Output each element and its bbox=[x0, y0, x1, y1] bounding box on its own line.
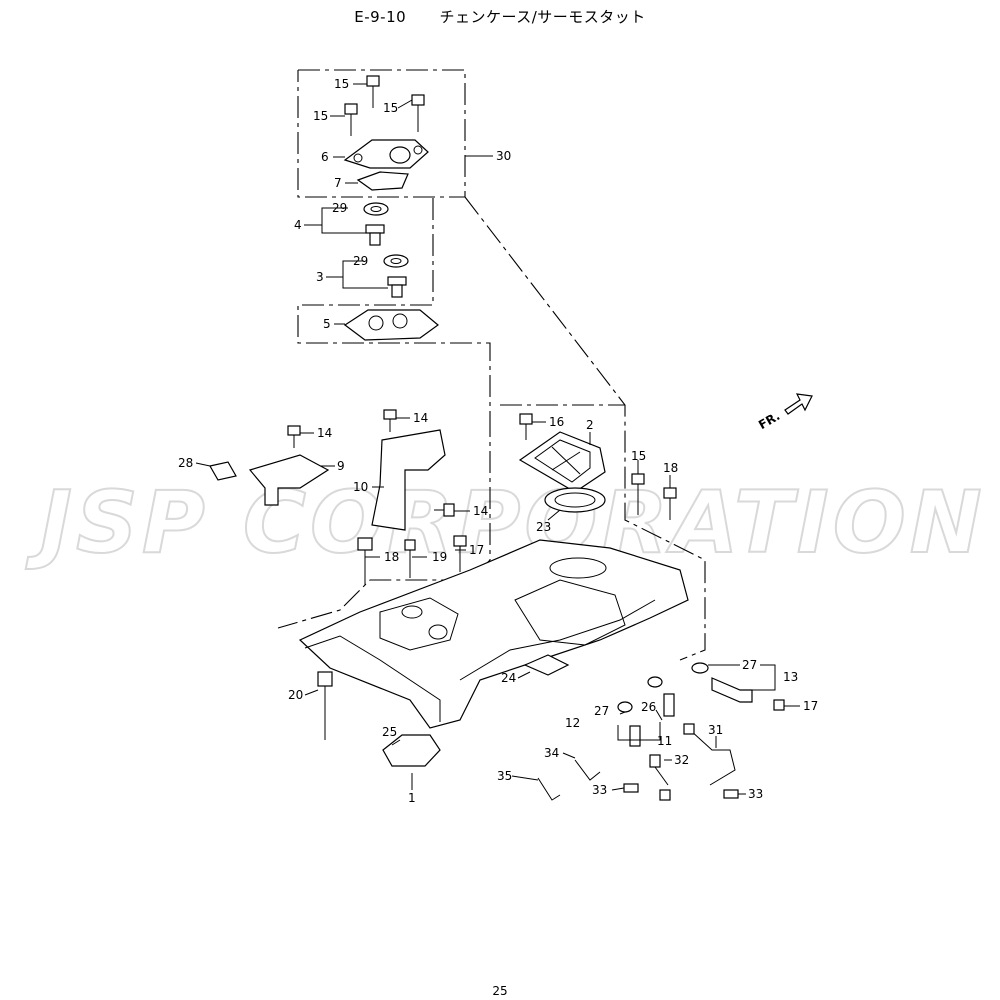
diagram-header: E-9-10 チェンケース/サーモスタット bbox=[0, 6, 1000, 27]
gasket-23 bbox=[523, 654, 570, 676]
leader-30-main bbox=[464, 196, 706, 661]
front-direction-label: FR. bbox=[756, 409, 782, 432]
callout-9: 9 bbox=[337, 459, 345, 473]
thermostat-4 bbox=[365, 224, 385, 246]
callout-22: 23 bbox=[536, 520, 551, 534]
callout-33: 33 bbox=[592, 783, 607, 797]
callout-2: 2 bbox=[586, 418, 594, 432]
leader-lines bbox=[195, 83, 800, 795]
callout-1: 1 bbox=[408, 791, 416, 805]
diagram-code: E-9-10 bbox=[354, 8, 407, 26]
bolt-20 bbox=[404, 539, 416, 578]
front-direction-arrow: FR. bbox=[756, 393, 813, 432]
callout-15: 15 bbox=[334, 77, 349, 91]
clip-34 bbox=[574, 759, 601, 781]
clip-28 bbox=[209, 461, 237, 481]
callout-numbers: 15 15 15 6 7 29 4 29 3 5 30 14 14 14 28 … bbox=[178, 77, 818, 805]
callout-31: 31 bbox=[708, 723, 723, 737]
callout-12: 12 bbox=[565, 716, 580, 730]
bolt-14-c bbox=[434, 503, 455, 517]
callout-14: 14 bbox=[473, 504, 488, 518]
bolt-19 bbox=[357, 537, 373, 585]
group-3-4-boundary bbox=[297, 198, 491, 415]
bolt-15-b bbox=[344, 103, 358, 136]
callout-16: 17 bbox=[803, 699, 818, 713]
cover-2 bbox=[518, 431, 606, 493]
callout-5: 5 bbox=[323, 317, 331, 331]
callout-33: 33 bbox=[748, 787, 763, 801]
callout-18: 18 bbox=[663, 461, 678, 475]
bracket-10 bbox=[371, 429, 446, 531]
callout-21: 20 bbox=[288, 688, 303, 702]
callout-24: 25 bbox=[382, 725, 397, 739]
callout-20: 19 bbox=[432, 550, 447, 564]
callout-14: 14 bbox=[317, 426, 332, 440]
connector-32 bbox=[649, 754, 671, 801]
callout-27: 27 bbox=[742, 658, 757, 672]
callout-28: 28 bbox=[178, 456, 193, 470]
callout-34: 34 bbox=[544, 746, 559, 760]
callout-15: 15 bbox=[313, 109, 328, 123]
callout-19: 18 bbox=[384, 550, 399, 564]
bolt-15-a bbox=[366, 75, 380, 108]
bracket-9 bbox=[248, 454, 330, 506]
sensor-13 bbox=[711, 677, 753, 703]
callout-4: 4 bbox=[294, 218, 302, 232]
o-ring-27 bbox=[691, 662, 709, 674]
callout-15: 15 bbox=[631, 449, 646, 463]
o-ring-25 bbox=[647, 676, 663, 688]
sensor-12 bbox=[629, 725, 641, 747]
callout-6: 6 bbox=[321, 150, 329, 164]
gasket-5 bbox=[343, 309, 439, 341]
page-number: 25 bbox=[492, 984, 508, 998]
seal-29-a bbox=[363, 202, 389, 216]
bolt-15-c bbox=[411, 94, 425, 132]
seal-29-b bbox=[383, 254, 409, 268]
callout-29: 29 bbox=[353, 254, 368, 268]
clip-33-a bbox=[623, 783, 639, 793]
gasket-7 bbox=[356, 171, 409, 191]
callout-17: 16 bbox=[549, 415, 564, 429]
clip-33-b bbox=[723, 789, 739, 799]
callout-13: 13 bbox=[783, 670, 798, 684]
bolt-14-b bbox=[383, 409, 397, 432]
callout-26: 27 bbox=[594, 704, 609, 718]
callout-30: 30 bbox=[496, 149, 511, 163]
bolt-21 bbox=[317, 671, 333, 740]
harness-31 bbox=[683, 723, 736, 786]
callout-7: 7 bbox=[334, 176, 342, 190]
oil-seal-22 bbox=[544, 487, 606, 513]
clip-35 bbox=[537, 777, 561, 801]
callout-14: 14 bbox=[413, 411, 428, 425]
callout-18: 17 bbox=[469, 543, 484, 557]
callout-11: 11 bbox=[657, 734, 672, 748]
o-ring-26 bbox=[617, 701, 633, 713]
callout-10: 10 bbox=[353, 480, 368, 494]
diagram-title: チェンケース/サーモスタット bbox=[439, 8, 646, 26]
chain-case-1 bbox=[298, 539, 689, 729]
gasket-24 bbox=[382, 734, 441, 767]
callout-29: 29 bbox=[332, 201, 347, 215]
callout-23: 24 bbox=[501, 671, 516, 685]
group-left-boundary bbox=[277, 415, 491, 629]
bolt-14-a bbox=[287, 425, 301, 448]
callout-25: 26 bbox=[641, 700, 656, 714]
thermostat-3 bbox=[387, 276, 407, 298]
bolt-17 bbox=[519, 413, 533, 440]
bolt-16 bbox=[773, 699, 785, 711]
callout-15: 15 bbox=[383, 101, 398, 115]
callout-3: 3 bbox=[316, 270, 324, 284]
callout-32: 32 bbox=[674, 753, 689, 767]
sensor-11 bbox=[663, 693, 675, 717]
callout-35: 35 bbox=[497, 769, 512, 783]
